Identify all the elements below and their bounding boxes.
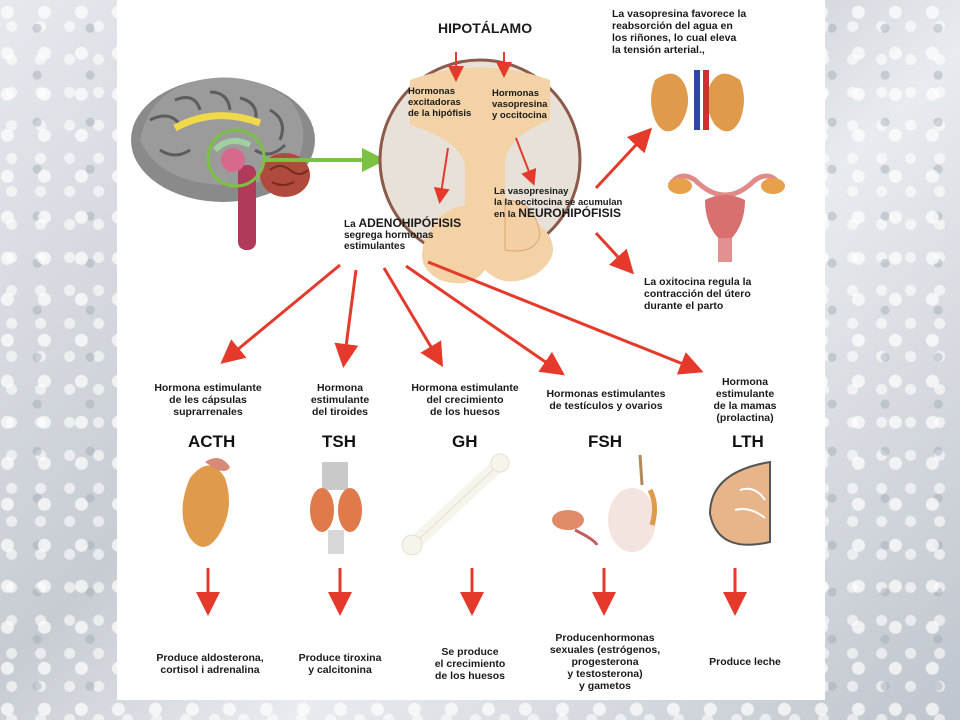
adeno-arrows xyxy=(220,260,704,376)
lth-description: Hormona estimulante de la mamas (prolact… xyxy=(713,376,777,424)
gh-description: Hormona estimulante del crecimiento de l… xyxy=(411,382,519,418)
gonads-illustration xyxy=(552,454,658,552)
tsh-code: TSH xyxy=(322,432,356,451)
tsh-description: Hormona estimulante del tiroides xyxy=(310,382,370,418)
breast-illustration xyxy=(708,460,771,546)
fsh-description: Hormonas estimulantes de testículos y ov… xyxy=(546,388,666,412)
adenohypophysis-label: La ADENOHIPÓFISIS segrega hormonas estim… xyxy=(344,216,462,252)
acth-effect: Produce aldosterona, cortisol i adrenali… xyxy=(156,652,264,676)
oxytocin-effect-label: La oxitocina regula la contracción del ú… xyxy=(644,276,752,312)
vasopressin-effect-label: La vasopresina favorece la reabsorción d… xyxy=(612,8,747,56)
acth-description: Hormona estimulante de les cápsulas supr… xyxy=(154,382,262,418)
lth-code: LTH xyxy=(732,432,764,451)
tsh-effect: Produce tiroxina y calcitonina xyxy=(298,652,382,676)
lth-effect: Produce leche xyxy=(709,656,781,668)
effect-arrows xyxy=(196,568,747,616)
adrenal-gland-illustration xyxy=(182,458,230,547)
excitatory-hormones-label: Hormonas excitadoras de la hipófisis xyxy=(408,86,472,119)
kidneys-illustration xyxy=(651,70,744,132)
acth-code: ACTH xyxy=(188,432,236,451)
uterus-illustration xyxy=(667,173,785,262)
fsh-code: FSH xyxy=(588,432,622,451)
bone-illustration xyxy=(401,453,510,556)
brain-illustration xyxy=(131,77,386,250)
pituitary-illustration xyxy=(378,52,582,284)
fsh-effect: Producenhormonas sexuales (estrógenos, p… xyxy=(549,632,661,692)
gh-effect: Se produce el crecimiento de los huesos xyxy=(434,646,506,682)
gh-code: GH xyxy=(452,432,478,451)
thyroid-illustration xyxy=(310,462,362,554)
hypothalamus-title: HIPOTÁLAMO xyxy=(438,20,533,36)
neurohypophysis-label: La vasopresinay la la occitocina se acum… xyxy=(494,186,623,220)
vasopressin-hormones-label: Hormonas vasopresina y occitocina xyxy=(492,88,548,121)
